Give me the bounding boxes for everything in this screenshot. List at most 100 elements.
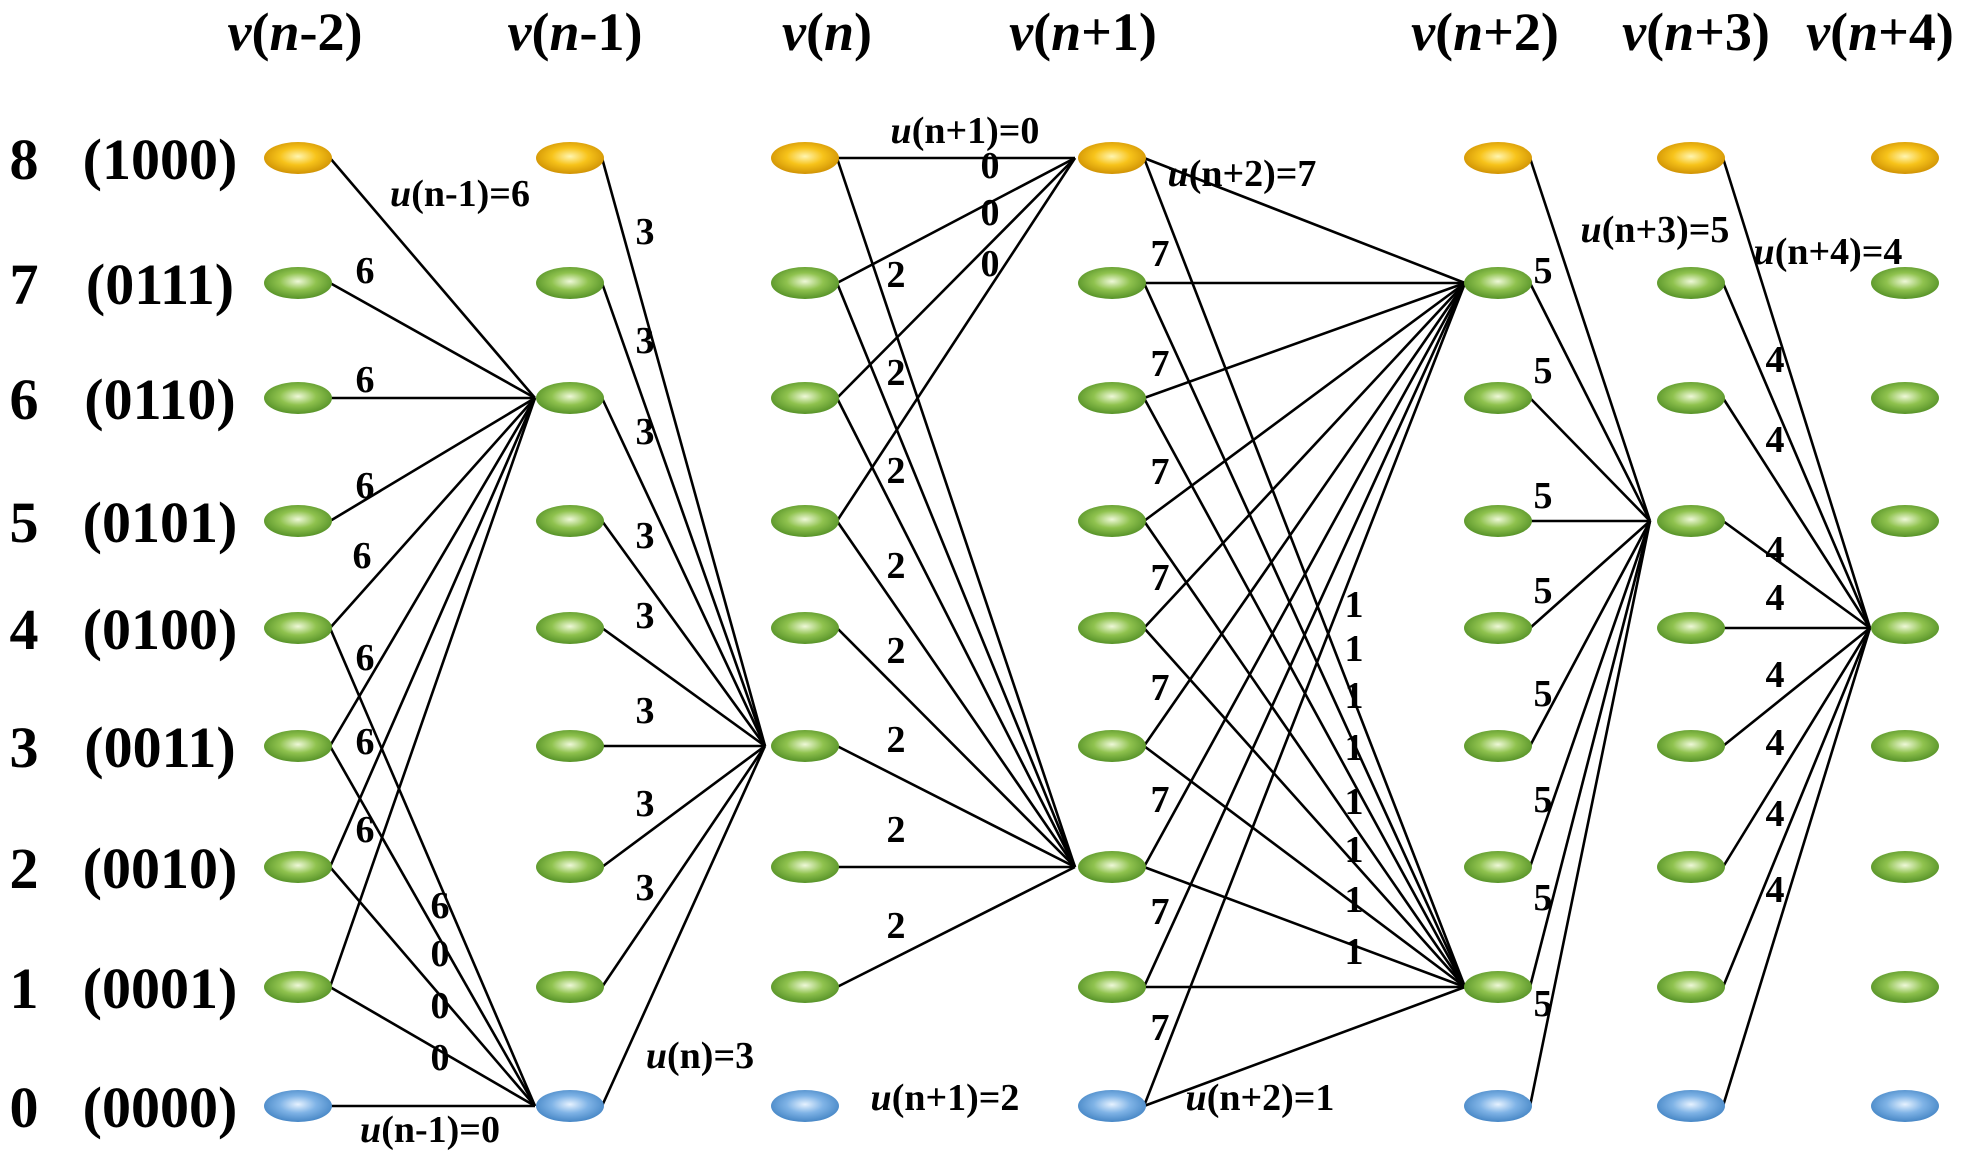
row-code: (1000)	[83, 127, 238, 192]
row-code: (0000)	[83, 1075, 238, 1140]
state-node	[1464, 505, 1532, 537]
nodes-layer	[264, 142, 1939, 1122]
state-node-bottom	[264, 1090, 332, 1122]
edge-weight-label: 1	[1345, 727, 1364, 769]
edge-weight-label: 1	[1345, 879, 1364, 921]
edge-weight-label: 6	[353, 535, 372, 577]
row-number: 5	[10, 490, 39, 555]
column-header: v(n+3)	[1622, 2, 1770, 62]
edge-weight-label: 3	[636, 211, 655, 253]
state-node	[536, 730, 604, 762]
edge-weight-labels: 6666666600033333333000222222227777777711…	[353, 145, 1785, 1079]
row-number: 7	[10, 252, 39, 317]
state-node	[1078, 267, 1146, 299]
edge-weight-label: 7	[1151, 1007, 1170, 1049]
edge-weight-label: 6	[356, 721, 375, 763]
state-node	[1657, 382, 1725, 414]
edge-weight-label: 6	[356, 637, 375, 679]
edge-weight-label: 5	[1534, 877, 1553, 919]
edge-weight-label: 1	[1345, 584, 1364, 626]
transition-annotation: u(n+4)=4	[1754, 231, 1903, 273]
trellis-edge	[1143, 744, 1466, 989]
state-node	[1657, 612, 1725, 644]
header-argument: (n)	[806, 2, 872, 62]
state-node	[264, 382, 332, 414]
edge-weight-label: 7	[1151, 667, 1170, 709]
edge-weight-label: 4	[1766, 577, 1785, 619]
state-node	[771, 505, 839, 537]
state-node	[264, 851, 332, 883]
edge-weight-label: 6	[431, 885, 450, 927]
trellis-edge	[329, 985, 536, 1108]
edge-weight-label: 3	[636, 411, 655, 453]
edge-weight-label: 4	[1766, 529, 1785, 571]
edge-weight-label: 5	[1534, 250, 1553, 292]
edge-weight-label: 6	[356, 465, 375, 507]
trellis-edge	[1142, 157, 1467, 988]
edge-weight-label: 3	[636, 320, 655, 362]
trellis-edge	[1529, 520, 1651, 629]
row-number: 0	[10, 1075, 39, 1140]
row-number: 6	[10, 367, 39, 432]
edge-weight-label: 3	[636, 690, 655, 732]
state-node	[264, 971, 332, 1003]
state-node	[771, 971, 839, 1003]
column-header: v(n+2)	[1411, 2, 1559, 62]
state-node-top	[771, 142, 839, 174]
header-argument: (n+1)	[1033, 2, 1157, 62]
edge-weight-label: 0	[981, 243, 1000, 285]
trellis-edge	[329, 157, 536, 399]
trellis-edge	[1721, 157, 1872, 629]
row-code: (0110)	[84, 367, 235, 432]
state-node	[536, 267, 604, 299]
trellis-edge	[1142, 397, 1467, 988]
trellis-edge	[1528, 520, 1652, 868]
state-node-top	[1078, 142, 1146, 174]
state-node	[536, 612, 604, 644]
header-variable: v	[1411, 2, 1436, 62]
header-argument: (n-1)	[531, 2, 642, 62]
edge-weight-label: 1	[1345, 675, 1364, 717]
edge-weight-label: 3	[636, 783, 655, 825]
trellis-edge	[329, 397, 536, 629]
header-argument: (n+3)	[1646, 2, 1770, 62]
header-variable: v	[1009, 2, 1034, 62]
edge-weight-label: 6	[356, 250, 375, 292]
trellis-edge	[836, 627, 1076, 868]
edge-weight-label: 5	[1534, 779, 1553, 821]
state-node	[1871, 505, 1939, 537]
edge-weight-label: 7	[1151, 233, 1170, 275]
state-node	[536, 971, 604, 1003]
state-node	[771, 612, 839, 644]
row-code: (0001)	[83, 956, 238, 1021]
trellis-edge	[1143, 282, 1466, 629]
state-node-bottom	[1078, 1090, 1146, 1122]
transition-annotations: u(n-1)=6u(n-1)=0u(n)=3u(n+1)=0u(n+1)=2u(…	[360, 110, 1902, 1151]
trellis-edge	[328, 397, 537, 988]
trellis-edge	[328, 397, 537, 747]
header-variable: v	[1806, 2, 1831, 62]
state-node-top	[1657, 142, 1725, 174]
trellis-edge	[600, 282, 767, 747]
trellis-edge	[600, 157, 767, 747]
trellis-edge	[1142, 282, 1467, 988]
transition-annotation: u(n+2)=7	[1168, 153, 1317, 195]
trellis-edge	[1143, 156, 1466, 285]
state-node	[1871, 971, 1939, 1003]
state-node	[1657, 505, 1725, 537]
trellis-edge	[1721, 627, 1872, 1107]
state-node	[264, 505, 332, 537]
column-header: v(n-1)	[508, 2, 643, 62]
state-node-top	[1464, 142, 1532, 174]
column-header: v(n+4)	[1806, 2, 1954, 62]
edge-weight-label: 6	[356, 809, 375, 851]
row-labels: 8(1000)7(0111)6(0110)5(0101)4(0100)3(001…	[10, 127, 238, 1140]
trellis-edge	[1721, 282, 1872, 629]
edge-weight-label: 5	[1534, 570, 1553, 612]
edge-weight-label: 1	[1345, 781, 1364, 823]
edges-layer	[328, 156, 1872, 1108]
trellis-edge	[835, 520, 1077, 868]
state-node	[1464, 971, 1532, 1003]
state-node	[264, 730, 332, 762]
